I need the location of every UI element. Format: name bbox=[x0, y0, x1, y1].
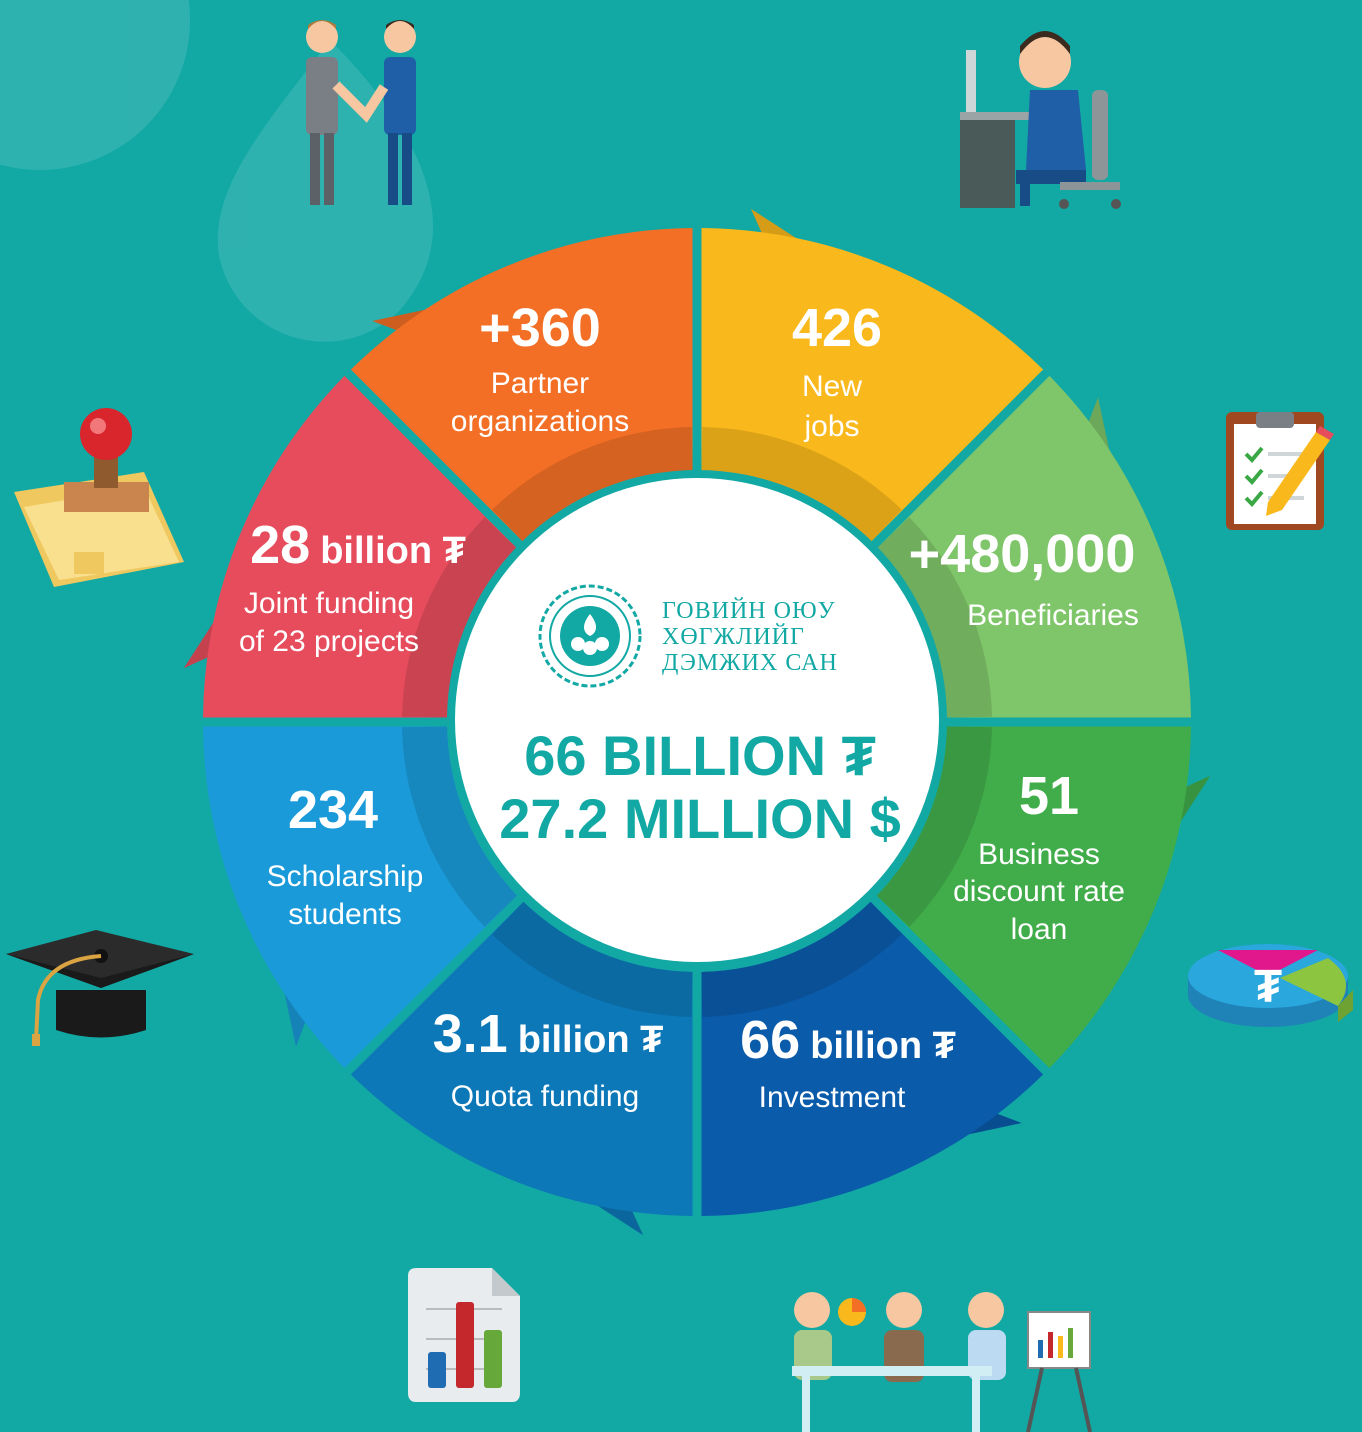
joint-value: 28 bbox=[250, 515, 310, 575]
team-meeting-icon bbox=[792, 1292, 1092, 1432]
total-tugrik: 66 BILLION ₮ bbox=[524, 724, 876, 787]
tugrik-pie-chart-icon: ₮ bbox=[1188, 944, 1353, 1027]
business-loan-label-3: loan bbox=[1011, 913, 1068, 946]
graduation-cap-icon bbox=[6, 930, 194, 1046]
investment-label: Investment bbox=[759, 1081, 906, 1114]
scholarship-label-1: Scholarship bbox=[267, 860, 424, 893]
segment-band-joint bbox=[492, 427, 693, 543]
logo-text-line-1: ГОВИЙН ОЮУ bbox=[662, 598, 836, 624]
logo-text-line-2: ХӨГЖЛИЙГ bbox=[662, 624, 805, 650]
joint-label-1: Joint funding bbox=[244, 587, 414, 620]
bar-chart-report-icon bbox=[408, 1268, 520, 1402]
joint-label-2: of 23 projects bbox=[239, 625, 419, 658]
segment-band-scholarship bbox=[402, 517, 518, 718]
investment-value: 66 bbox=[740, 1010, 800, 1070]
segment-partners-text: +360 Partner organizations bbox=[451, 298, 629, 438]
handshake-icon bbox=[306, 20, 416, 205]
stamp-icon bbox=[14, 408, 184, 587]
segment-band-jobs bbox=[876, 517, 992, 718]
segments-ring bbox=[183, 208, 1211, 1236]
quota-label: Quota funding bbox=[451, 1080, 639, 1113]
beneficiaries-value: +480,000 bbox=[909, 524, 1136, 584]
scholarship-value: 234 bbox=[288, 780, 378, 840]
jobs-label-2: jobs bbox=[803, 410, 859, 443]
segment-business-loan-text: 51 Business discount rate loan bbox=[953, 766, 1125, 946]
quota-value: 3.1 bbox=[433, 1004, 508, 1064]
svg-text:₮: ₮ bbox=[1254, 960, 1282, 1012]
logo-text-line-3: ДЭМЖИХ САН bbox=[662, 650, 838, 676]
investment-unit: billion ₮ bbox=[810, 1025, 956, 1067]
checklist-icon bbox=[1226, 412, 1334, 530]
segment-beneficiaries-text: +480,000 Beneficiaries bbox=[909, 524, 1139, 632]
background-decoration bbox=[0, 0, 433, 342]
center-hub: ГОВИЙН ОЮУ ХӨГЖЛИЙГ ДЭМЖИХ САН 66 BILLIO… bbox=[447, 470, 947, 970]
segment-band-quota bbox=[402, 726, 518, 927]
segment-jobs-text: 426 New jobs bbox=[792, 298, 882, 443]
center-circle bbox=[455, 478, 939, 962]
segment-band-partners bbox=[701, 427, 902, 543]
total-usd: 27.2 MILLION $ bbox=[499, 787, 900, 850]
segment-band-business_loan bbox=[701, 901, 902, 1017]
business-loan-value: 51 bbox=[1019, 766, 1079, 826]
office-worker-icon bbox=[960, 31, 1121, 209]
business-loan-label-2: discount rate bbox=[953, 875, 1125, 908]
segment-scholarship-text: 234 Scholarship students bbox=[267, 780, 424, 931]
business-loan-label-1: Business bbox=[978, 838, 1100, 871]
quota-unit: billion ₮ bbox=[518, 1019, 664, 1061]
joint-unit: billion ₮ bbox=[320, 530, 466, 572]
partners-value: +360 bbox=[479, 298, 601, 358]
jobs-label-1: New bbox=[802, 370, 862, 403]
segment-band-investment bbox=[492, 901, 693, 1017]
jobs-value: 426 bbox=[792, 298, 882, 358]
beneficiaries-label: Beneficiaries bbox=[967, 599, 1139, 632]
scholarship-label-2: students bbox=[288, 898, 401, 931]
segment-band-beneficiaries bbox=[876, 726, 992, 927]
partners-label-1: Partner bbox=[491, 367, 589, 400]
partners-label-2: organizations bbox=[451, 405, 629, 438]
foundation-logo-icon bbox=[538, 584, 642, 688]
